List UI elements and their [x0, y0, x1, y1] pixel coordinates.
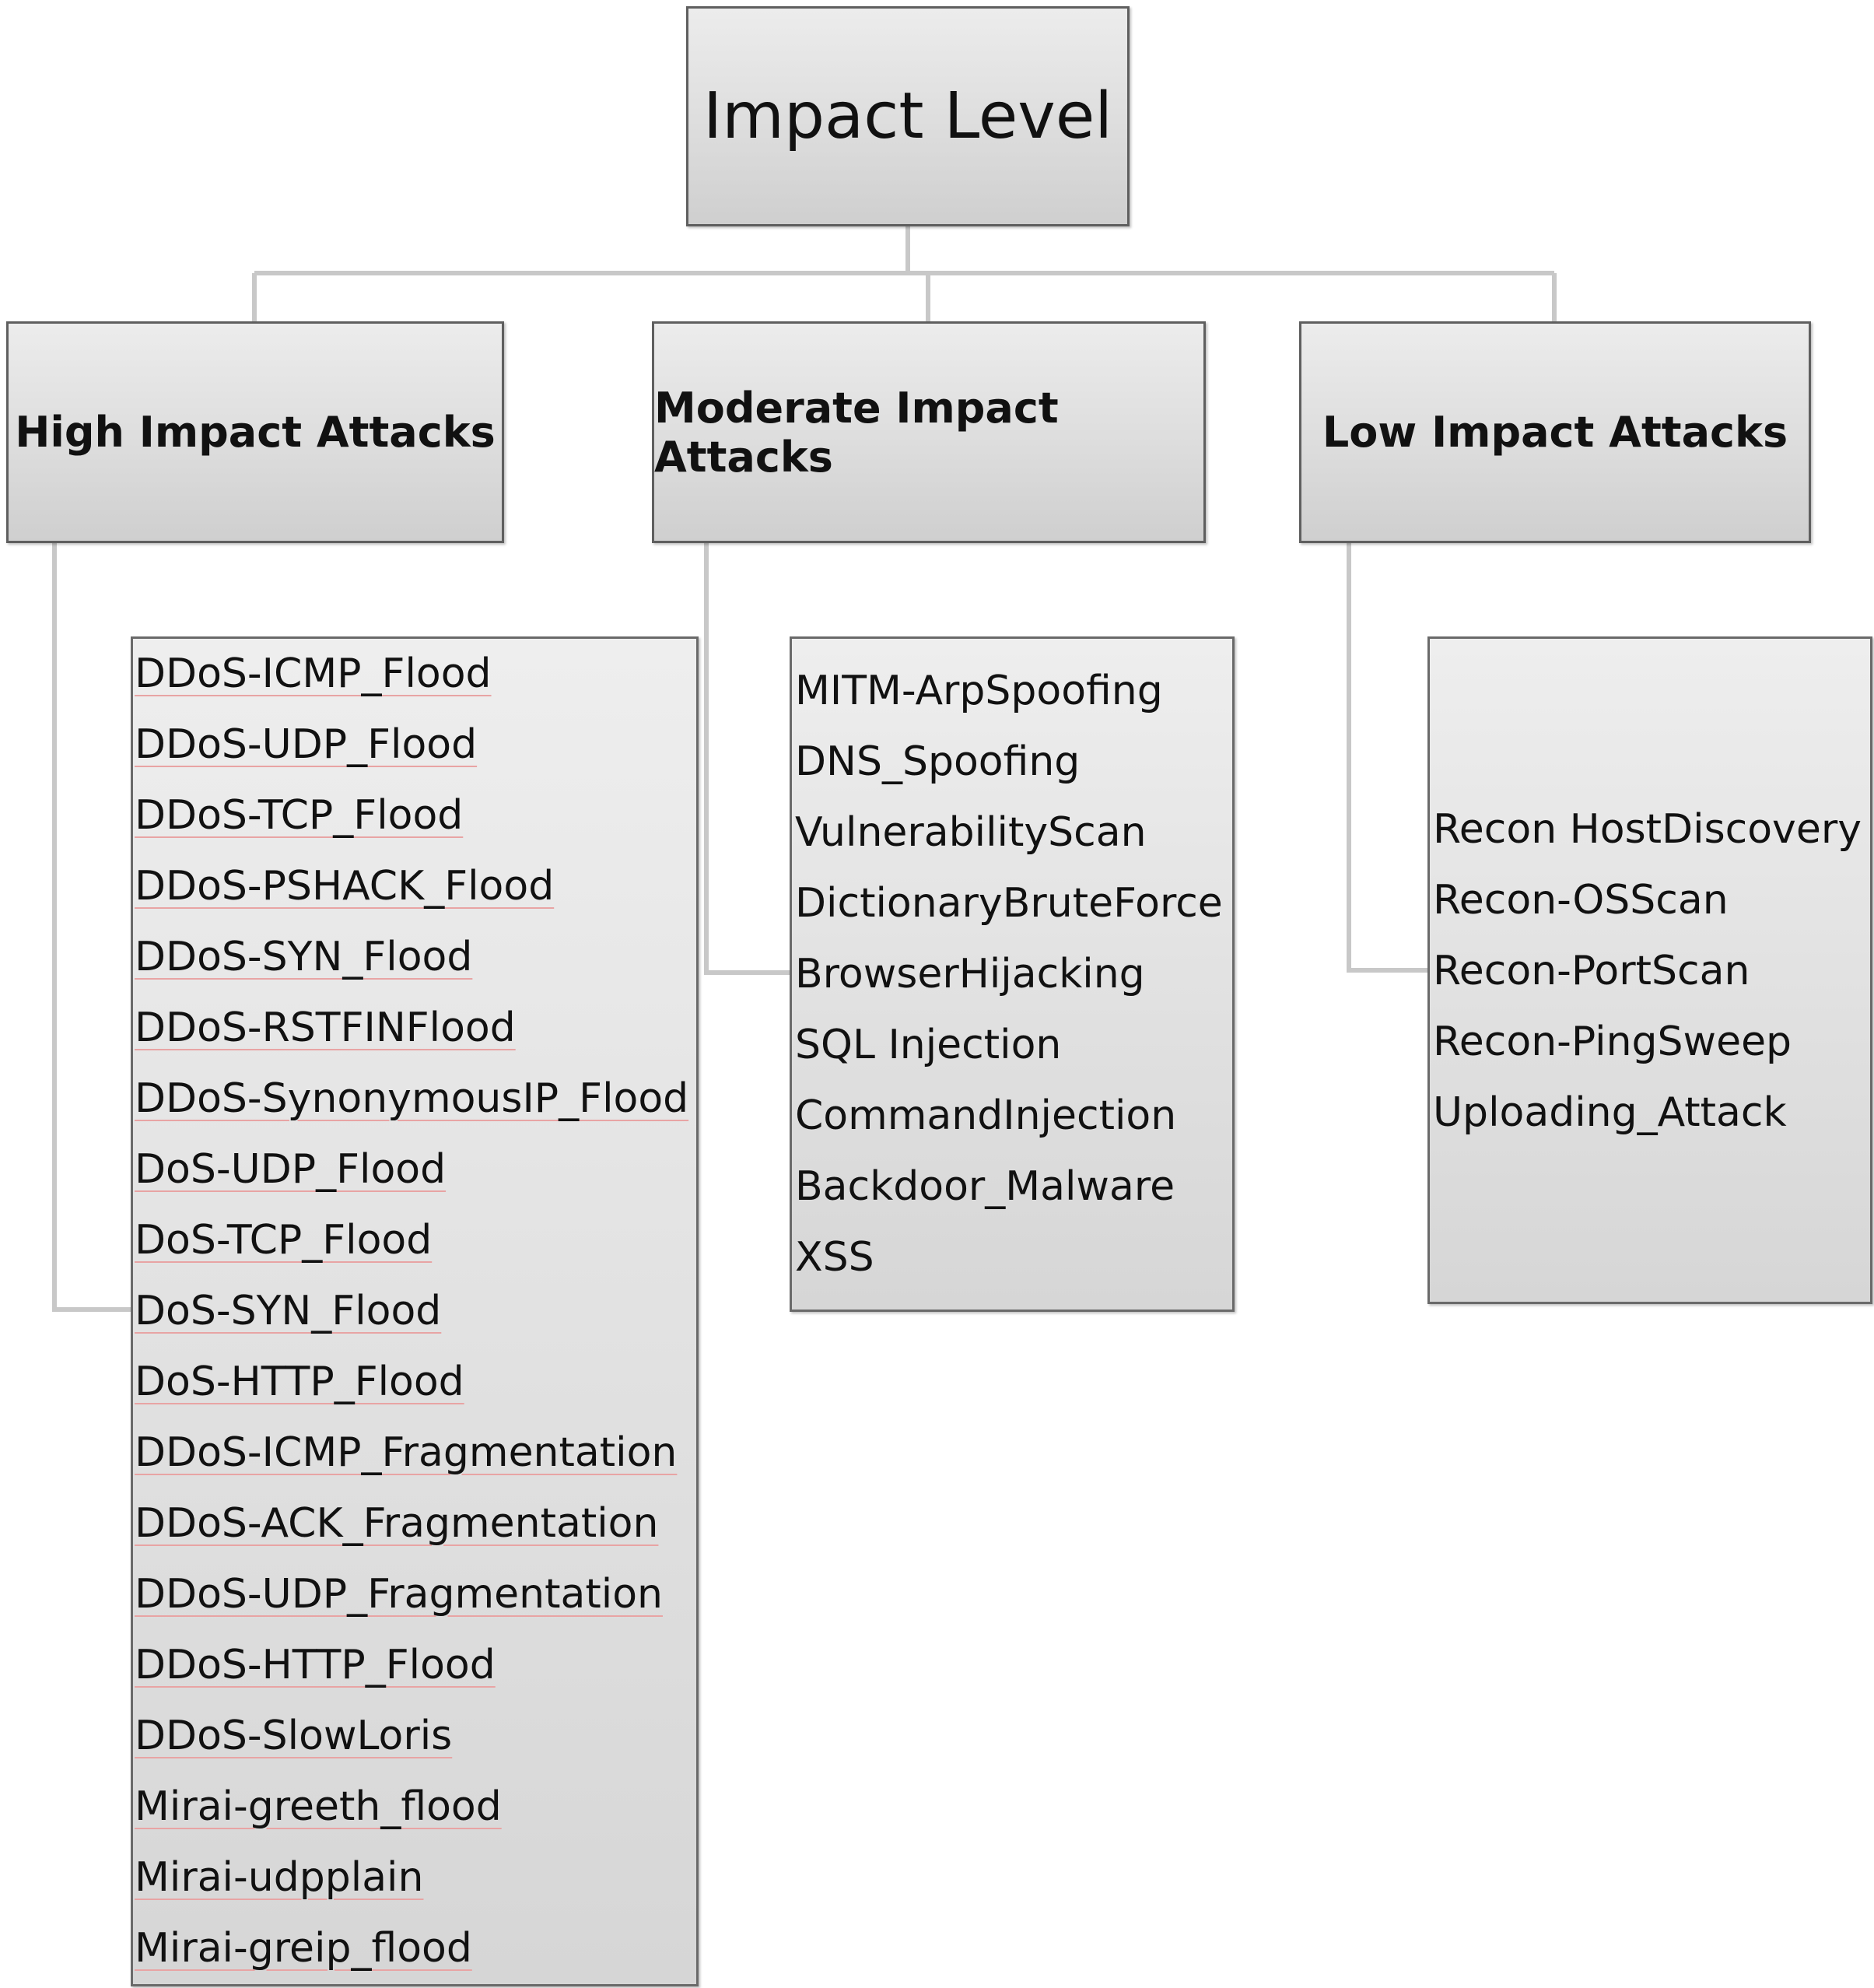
- list-item: Recon-OSScan: [1433, 877, 1729, 924]
- list-item: DoS-SYN_Flood: [135, 1288, 442, 1334]
- list-item: Recon HostDiscovery: [1433, 806, 1862, 853]
- elbow-low: [1347, 543, 1427, 973]
- high-impact-attack-list: DDoS-ICMP_Flood DDoS-UDP_Flood DDoS-TCP_…: [131, 636, 699, 1986]
- list-item: DoS-HTTP_Flood: [135, 1359, 464, 1405]
- category-label: High Impact Attacks: [15, 408, 496, 457]
- list-item: DoS-TCP_Flood: [135, 1217, 433, 1264]
- list-item: DDoS-SlowLoris: [135, 1713, 453, 1759]
- list-item: Recon-PortScan: [1433, 948, 1750, 994]
- list-item: VulnerabilityScan: [795, 809, 1147, 856]
- list-item: DDoS-TCP_Flood: [135, 792, 464, 839]
- list-item: Uploading_Attack: [1433, 1089, 1787, 1136]
- list-item: Mirai-greeth_flood: [135, 1783, 502, 1830]
- list-item: DDoS-UDP_Fragmentation: [135, 1571, 663, 1618]
- list-item: Mirai-udpplain: [135, 1854, 424, 1901]
- category-label: Low Impact Attacks: [1322, 408, 1788, 457]
- list-item: BrowserHijacking: [795, 951, 1145, 998]
- list-item: Recon-PingSweep: [1433, 1019, 1792, 1065]
- root-label: Impact Level: [702, 79, 1113, 153]
- category-low-impact: Low Impact Attacks: [1299, 321, 1811, 543]
- list-item: SQL Injection: [795, 1022, 1062, 1068]
- list-item: DDoS-ACK_Fragmentation: [135, 1500, 659, 1547]
- elbow-high: [52, 543, 131, 1312]
- list-item: MITM-ArpSpoofing: [795, 668, 1163, 714]
- list-item: DDoS-SYN_Flood: [135, 934, 473, 980]
- root-node: Impact Level: [686, 6, 1130, 226]
- category-high-impact: High Impact Attacks: [6, 321, 504, 543]
- low-impact-attack-list: Recon HostDiscovery Recon-OSScan Recon-P…: [1427, 636, 1872, 1304]
- category-moderate-impact: Moderate Impact Attacks: [652, 321, 1206, 543]
- moderate-impact-attack-list: MITM-ArpSpoofing DNS_Spoofing Vulnerabil…: [790, 636, 1235, 1312]
- list-item: DDoS-UDP_Flood: [135, 721, 478, 768]
- list-item: Backdoor_Malware: [795, 1163, 1175, 1210]
- list-item: DDoS-ICMP_Flood: [135, 650, 492, 697]
- list-item: DDoS-ICMP_Fragmentation: [135, 1429, 678, 1476]
- list-item: DoS-UDP_Flood: [135, 1146, 447, 1193]
- list-item: DDoS-PSHACK_Flood: [135, 863, 555, 910]
- list-item: CommandInjection: [795, 1092, 1177, 1139]
- list-item: Mirai-greip_flood: [135, 1925, 472, 1972]
- list-item: DDoS-SynonymousIP_Flood: [135, 1075, 689, 1122]
- list-item: DNS_Spoofing: [795, 738, 1081, 785]
- list-item: XSS: [795, 1234, 874, 1281]
- list-item: DDoS-RSTFINFlood: [135, 1005, 516, 1051]
- category-label: Moderate Impact Attacks: [654, 383, 1059, 482]
- list-item: DictionaryBruteForce: [795, 880, 1223, 927]
- elbow-moderate: [704, 543, 790, 975]
- list-item: DDoS-HTTP_Flood: [135, 1642, 496, 1688]
